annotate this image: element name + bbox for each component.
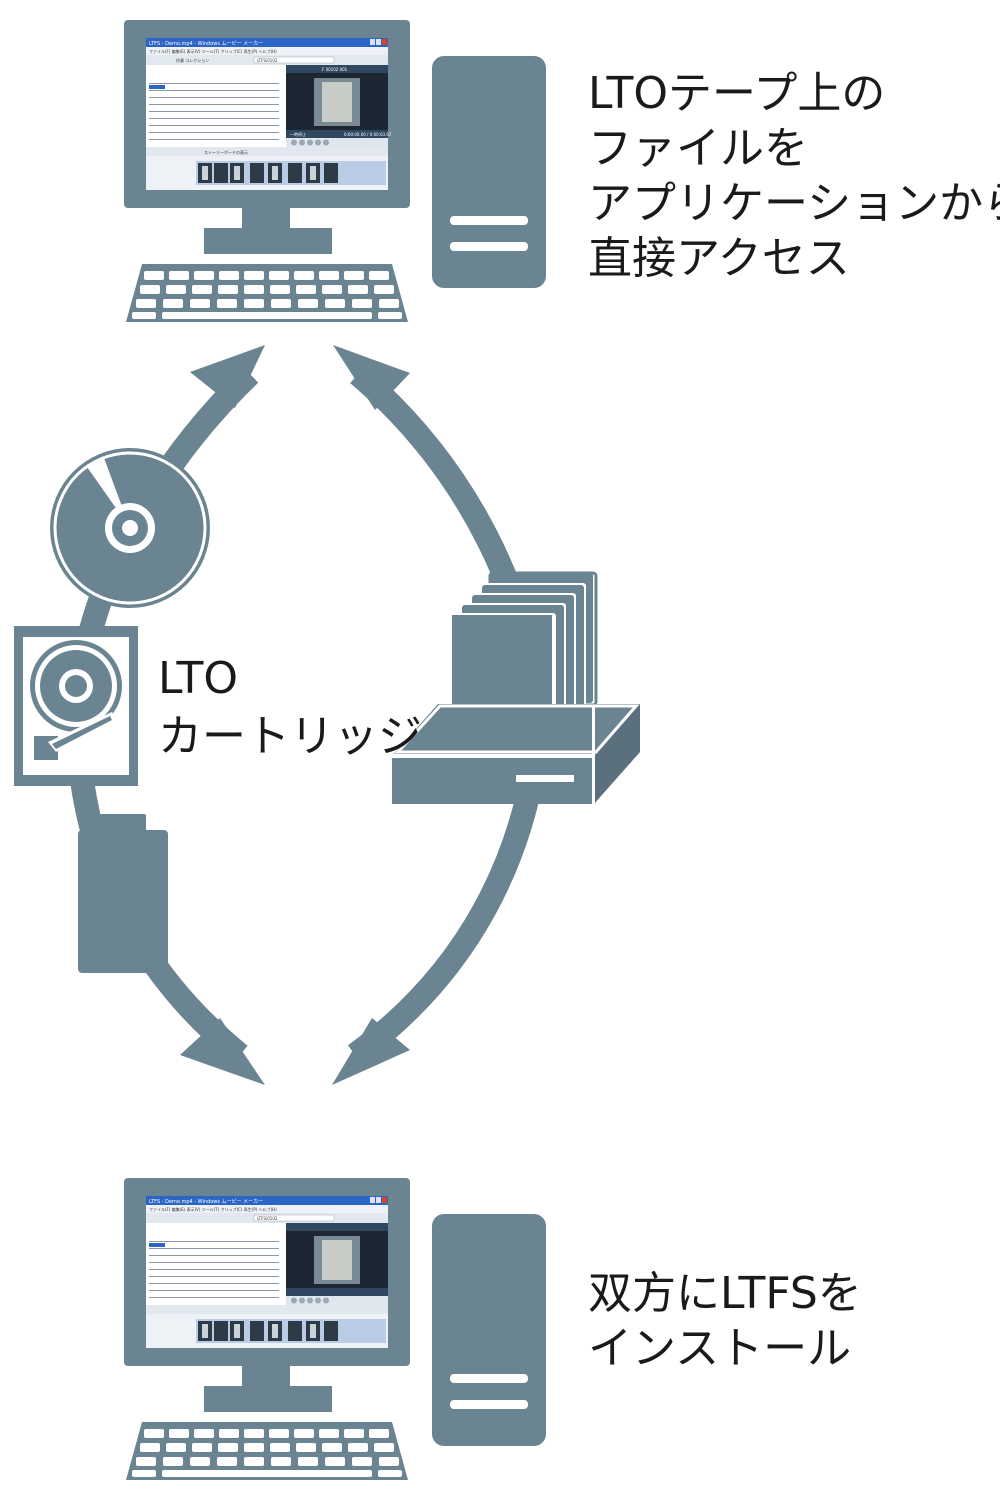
arrow-heads: [180, 345, 410, 1085]
top-caption-line-3: アプリケーションから: [588, 178, 1000, 229]
lto-label-line-2: カートリッジ: [158, 711, 422, 762]
bottom-window-path: LTFS/0102: [257, 1216, 278, 1221]
hard-disk-icon: [14, 626, 138, 786]
top-caption-line-2: ファイルを: [588, 123, 808, 174]
top-window-menu: ファイル(F) 編集(E) 表示(V) ツール(T) クリップ(C) 再生(P)…: [149, 48, 277, 54]
battery-icon: [78, 814, 168, 973]
top-caption-line-1: LTOテープ上の: [588, 68, 886, 119]
top-preview-status: 一時停止: [290, 131, 306, 137]
bottom-caption: 双方にLTFSを インストール: [588, 1266, 862, 1376]
arrow-head-bottom-right: [332, 1018, 410, 1085]
bottom-window-menu: ファイル(F) 編集(E) 表示(V) ツール(T) クリップ(C) 再生(P)…: [149, 1206, 277, 1212]
top-caption-line-4: 直接アクセス: [588, 233, 850, 284]
top-window-toolbar: 作業 コレクション: [176, 57, 209, 63]
cd-icon: [50, 448, 210, 608]
arrow-head-bottom-left: [180, 1018, 265, 1085]
top-desktop-computer-icon: LTFS - Demo.mp4 - Windows ムービー メーカー ファイル…: [124, 20, 546, 322]
top-window-path: LTFS/0102: [257, 58, 278, 63]
top-window-title: LTFS - Demo.mp4 - Windows ムービー メーカー: [149, 40, 263, 47]
arrow-head-top-left: [190, 345, 265, 408]
lto-label-line-1: LTO: [158, 653, 238, 704]
top-storyboard-label: ストーリーボードの表示: [204, 149, 248, 155]
bottom-caption-line-2: インストール: [588, 1323, 852, 1374]
bottom-window-title: LTFS - Demo.mp4 - Windows ムービー メーカー: [149, 1198, 263, 1205]
top-preview-time: 0:00:00.00 / 0:00:03.67: [344, 132, 392, 137]
bottom-caption-line-1: 双方にLTFSを: [588, 1268, 862, 1319]
bottom-desktop-computer-icon: LTFS - Demo.mp4 - Windows ムービー メーカー ファイル…: [124, 1178, 546, 1480]
top-preview-title: F 00102 001: [322, 67, 348, 72]
arrow-head-top-right: [333, 345, 410, 410]
top-caption: LTOテープ上の ファイルを アプリケーションから 直接アクセス: [588, 66, 1000, 286]
lto-cartridge-label: LTO カートリッジ: [158, 650, 422, 766]
tape-drive-icon: [392, 704, 640, 804]
